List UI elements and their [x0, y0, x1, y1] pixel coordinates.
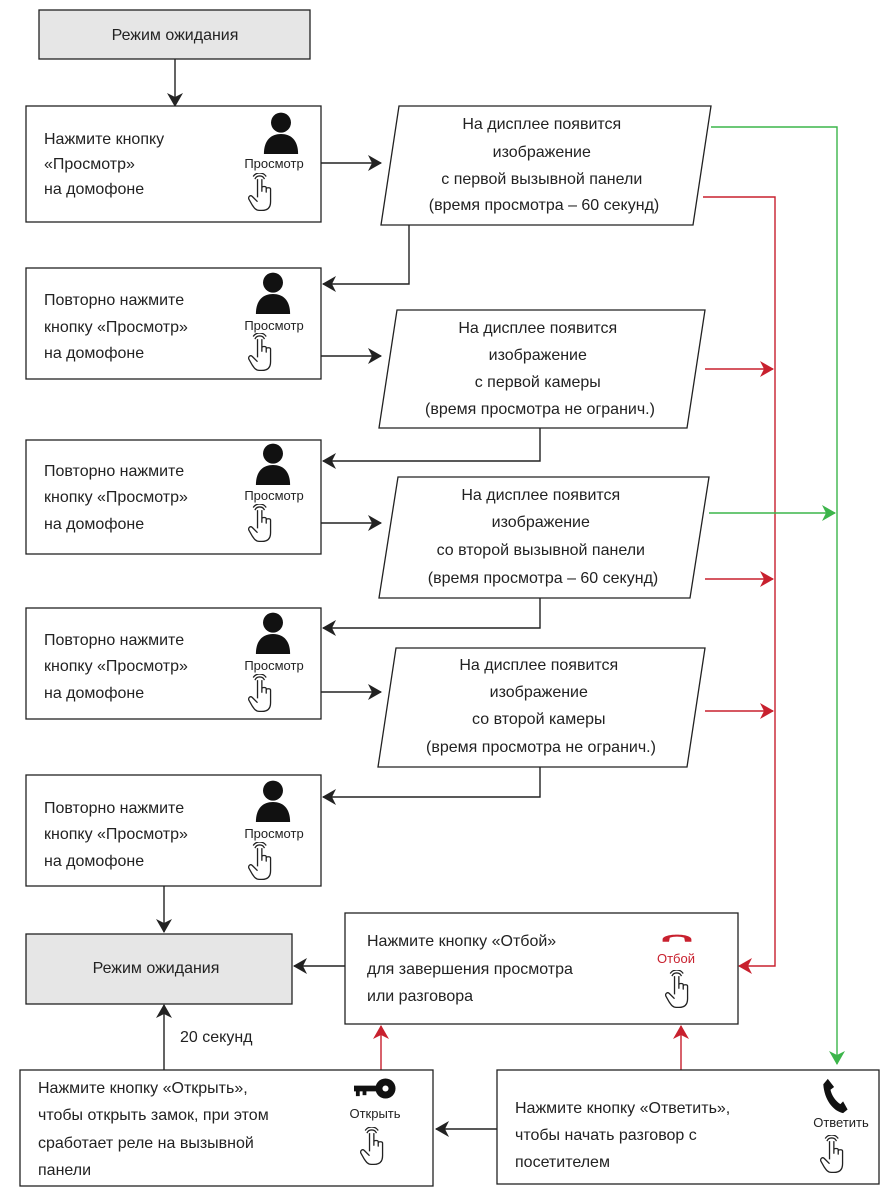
open-button-label: Открыть	[349, 1106, 400, 1121]
repeat-press-box-4: Повторно нажмите кнопку «Просмотр» на до…	[25, 774, 322, 887]
display-text: На дисплее появится изображение со второ…	[428, 487, 658, 587]
view-button-label: Просмотр	[244, 826, 303, 841]
standby-label: Режим ожидания	[112, 27, 239, 44]
display-box-2: На дисплее появится изображение с первой…	[378, 309, 706, 429]
instruction-text: Повторно нажмите кнопку «Просмотр» на до…	[44, 632, 192, 702]
repeat-press-box-3: Повторно нажмите кнопку «Просмотр» на до…	[25, 607, 322, 720]
instruction-text: Повторно нажмите кнопку «Просмотр» на до…	[44, 292, 192, 362]
view-button-label: Просмотр	[244, 318, 303, 333]
timeout-label: 20 секунд	[180, 1029, 253, 1046]
repeat-press-box-1: Повторно нажмите кнопку «Просмотр» на до…	[25, 267, 322, 380]
instruction-text: Нажмите кнопку «Ответить», чтобы начать …	[515, 1100, 735, 1171]
standby-box-top: Режим ожидания	[38, 9, 311, 60]
display-box-3: На дисплее появится изображение со второ…	[378, 476, 710, 599]
display-box-4: На дисплее появится изображение со второ…	[377, 647, 706, 768]
answer-box: Нажмите кнопку «Ответить», чтобы начать …	[496, 1069, 880, 1185]
repeat-press-box-2: Повторно нажмите кнопку «Просмотр» на до…	[25, 439, 322, 555]
hangup-box: Нажмите кнопку «Отбой» для завершения пр…	[344, 912, 739, 1025]
display-text: На дисплее появится изображение с первой…	[429, 116, 659, 214]
instruction-text: Нажмите кнопку «Просмотр» на домофоне	[44, 131, 169, 198]
display-text: На дисплее появится изображение со второ…	[426, 657, 656, 756]
display-text: На дисплее появится изображение с первой…	[425, 320, 655, 418]
view-button-label: Просмотр	[244, 658, 303, 673]
hangup-button-label: Отбой	[657, 951, 695, 966]
instruction-text: Нажмите кнопку «Открыть», чтобы открыть …	[38, 1080, 273, 1179]
view-button-label: Просмотр	[244, 156, 303, 171]
answer-button-label: Ответить	[813, 1115, 869, 1130]
view-button-label: Просмотр	[244, 488, 303, 503]
instruction-text: Повторно нажмите кнопку «Просмотр» на до…	[44, 800, 192, 870]
standby-label: Режим ожидания	[93, 960, 220, 977]
open-lock-box: Нажмите кнопку «Открыть», чтобы открыть …	[19, 1069, 434, 1187]
instruction-text: Нажмите кнопку «Отбой» для завершения пр…	[367, 933, 577, 1005]
instruction-text: Повторно нажмите кнопку «Просмотр» на до…	[44, 463, 192, 533]
connectors	[156, 59, 845, 1137]
press-view-box-1: Нажмите кнопку «Просмотр» на домофоне Пр…	[25, 105, 322, 223]
display-box-1: На дисплее появится изображение с первой…	[380, 105, 712, 226]
standby-box-bottom: Режим ожидания	[25, 933, 293, 1005]
